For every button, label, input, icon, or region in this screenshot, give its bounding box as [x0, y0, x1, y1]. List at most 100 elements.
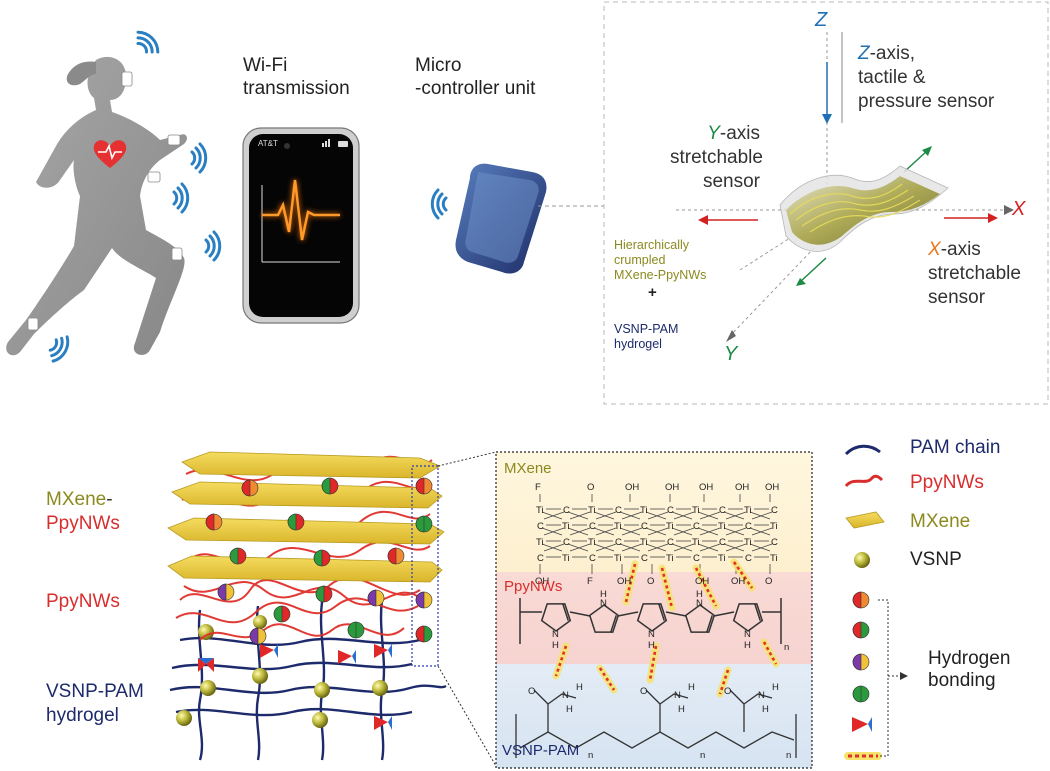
- termination-atom: OH: [625, 482, 639, 493]
- zoom-mxene-label: MXene: [504, 460, 552, 477]
- layered-stack-illustration: [167, 451, 497, 767]
- phone-carrier-label: AT&T: [258, 139, 278, 148]
- material-line: MXene-PpyNWs: [614, 268, 707, 282]
- hydrogen-bond-lines: [552, 558, 780, 698]
- hbond-line: Hydrogen: [928, 648, 1011, 669]
- termination-atom: OH: [617, 576, 631, 587]
- vsnp-particle: [200, 680, 216, 696]
- mxene-sheet: [171, 481, 443, 509]
- hbond-dot-green-red: [315, 585, 333, 603]
- vsnp-particle: [314, 682, 330, 698]
- mxene-sheet: [167, 517, 445, 545]
- ppynws-label: PpyNWs: [46, 591, 120, 612]
- hbond-bowtie: [374, 716, 392, 730]
- z-axis-letter: Z: [815, 9, 828, 31]
- legend-mxene: MXene: [910, 511, 971, 532]
- wifi-icon: [430, 188, 448, 220]
- hydrogen-atom: H: [600, 589, 607, 600]
- pam-chain-legend-icon: [844, 444, 881, 456]
- lattice-atom: C: [589, 521, 596, 532]
- mcu-title-line: -controller unit: [415, 78, 536, 99]
- termination-atom: F: [587, 576, 593, 587]
- hbond-dot-purple-yellow: [217, 583, 235, 601]
- lattice-atom: Ti: [614, 521, 622, 532]
- lattice-atom: Ti: [588, 537, 596, 548]
- hbond-dot-red-orange: [415, 477, 433, 495]
- vsnp-particle: [252, 668, 268, 684]
- lattice-atom: Ti: [562, 553, 570, 564]
- hbond-dot-green-red: [313, 549, 331, 567]
- termination-atom: OH: [731, 576, 745, 587]
- amide-nitrogen: N: [674, 690, 681, 701]
- sensor-patch-ankle: [27, 317, 39, 331]
- lattice-atom: Ti: [614, 553, 622, 564]
- lattice-atom: C: [693, 553, 700, 564]
- hbond-dot-green-red: [273, 605, 291, 623]
- y-axis-desc-line: sensor: [702, 171, 760, 192]
- hbond-line: bonding: [928, 670, 996, 691]
- lattice-atom: Ti: [666, 553, 674, 564]
- lattice-atom: C: [693, 521, 700, 532]
- hbond-dot-green-red: [287, 513, 305, 531]
- repeat-subscript: n: [784, 642, 789, 653]
- repeat-subscript: n: [786, 750, 791, 761]
- hydrogen-atom: H: [648, 640, 655, 651]
- x-axis-letter: X: [1012, 198, 1026, 220]
- vsnp-particle: [253, 615, 267, 629]
- y-axis-desc-line: stretchable: [670, 147, 763, 168]
- legend-hydrogen-bonding: Hydrogen bonding: [928, 648, 1010, 692]
- lattice-atom: Ti: [562, 521, 570, 532]
- hbond-dot-green-red: [229, 547, 247, 565]
- lattice-atom: Ti: [718, 521, 726, 532]
- termination-atom: OH: [665, 482, 679, 493]
- stretchable-sensor-film: [779, 165, 949, 252]
- lattice-atom: Ti: [666, 521, 674, 532]
- smartphone: [242, 127, 360, 324]
- repeat-subscript: n: [588, 750, 593, 761]
- hbond-dot-purple-yellow: [367, 589, 385, 607]
- termination-atom: OH: [699, 482, 713, 493]
- plus-sign: +: [648, 284, 657, 301]
- lattice-atom: C: [537, 521, 544, 532]
- mxene-ppynws-label: MXene- PpyNWs: [46, 488, 120, 536]
- zoom-ppynws-label: PpyNWs: [504, 578, 563, 595]
- lattice-atom: Ti: [770, 521, 778, 532]
- wifi-icon: [48, 335, 70, 363]
- hbond-legend-dot-1: [852, 591, 870, 609]
- hbond-dot-red-orange: [387, 547, 405, 565]
- amide-hydrogen: H: [576, 682, 583, 693]
- z-axis-description: Z-axis, tactile & pressure sensor: [858, 42, 994, 114]
- mcu-title-line: Micro: [415, 55, 462, 76]
- hbond-bowtie: [198, 658, 214, 672]
- hbond-dot-green-red: [415, 625, 433, 643]
- wifi-icon: [172, 182, 190, 214]
- hbond-bowtie: [260, 644, 278, 658]
- lattice-atom: Ti: [536, 537, 544, 548]
- z-axis-desc-letter: Z: [858, 43, 870, 64]
- hbond-legend-dot-3: [852, 653, 870, 671]
- hydrogen-atom: H: [744, 640, 751, 651]
- lattice-atom: Ti: [770, 553, 778, 564]
- lattice-atom: C: [771, 537, 778, 548]
- y-axis-description: Y-axis stretchable sensor: [670, 122, 763, 194]
- lattice-atom: Ti: [744, 505, 752, 516]
- z-axis-desc-suffix: -axis,: [869, 43, 916, 64]
- ppynws-legend-icon: [844, 474, 884, 488]
- microcontroller-unit: [455, 163, 547, 274]
- amide-nitrogen: N: [758, 690, 765, 701]
- y-axis-letter: Y: [724, 343, 738, 365]
- repeat-subscript: n: [700, 750, 705, 761]
- x-axis-desc-line: sensor: [928, 287, 986, 308]
- legend: [844, 444, 908, 760]
- material-line: Hierarchically: [614, 238, 690, 252]
- hydrogel-line: VSNP-PAM: [614, 322, 679, 336]
- hbond-dot-green-red: [347, 621, 365, 639]
- mxene-label-dash: -: [106, 489, 113, 510]
- lattice-atom: Ti: [588, 505, 596, 516]
- polypyrrole-chain: [519, 598, 782, 644]
- amide-hydrogen: H: [566, 704, 573, 715]
- lattice-atom: C: [771, 505, 778, 516]
- amide-oxygen: O: [528, 686, 535, 697]
